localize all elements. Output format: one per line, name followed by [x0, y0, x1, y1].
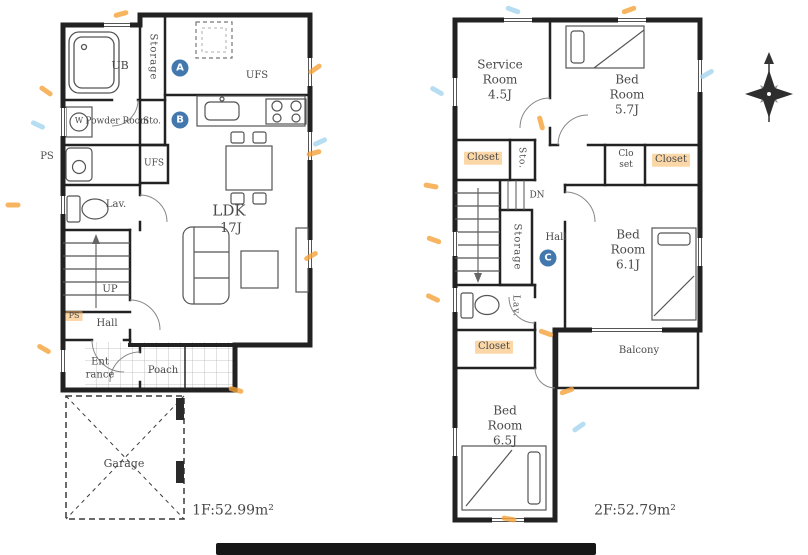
room-label-closet-2: Clo set: [618, 148, 634, 170]
washer-w-label: W: [74, 116, 84, 125]
attic-hatch-icon: [195, 21, 233, 59]
room-label-ldk-size: 17J: [220, 220, 242, 236]
caption-bar: [216, 543, 596, 555]
room-label-sto-2f: Sto.: [516, 147, 527, 169]
floor2-area-label: 2F:52.79m²: [594, 502, 676, 519]
room-label-garage: Garage: [103, 457, 145, 471]
room-label-ufs-mid: UFS: [144, 158, 164, 169]
room-label-poach: Poach: [147, 364, 179, 376]
room-label-hall-1f: Hall: [96, 317, 118, 329]
marker-a: A: [171, 59, 189, 77]
room-label-lav-2f: Lav.: [510, 294, 521, 318]
floor2-walls: [452, 17, 703, 523]
room-label-ub: UB: [111, 59, 129, 73]
floor1-area-label: 1F:52.99m²: [192, 502, 274, 519]
toilet-icon-1f: [66, 195, 109, 223]
room-label-hall-2f: Hall: [545, 231, 567, 243]
window-openings: [60, 17, 703, 523]
floor2-stairs: [455, 180, 525, 283]
room-label-service-room: Service Room 4.5J: [477, 57, 523, 102]
room-label-closet-3: Closet: [652, 153, 690, 167]
marker-b: B: [171, 111, 189, 129]
room-label-sto-1f: Sto.: [143, 116, 161, 127]
toilet-icon-2f: [460, 292, 500, 319]
bathtub-icon: [68, 31, 120, 94]
room-label-storage-2f: Storage: [511, 223, 523, 271]
bed-icon-5-7: [565, 25, 645, 69]
floor1-walls: [60, 12, 313, 393]
room-label-powder-room: Powder Room: [85, 116, 149, 127]
garage-outline: [65, 395, 185, 520]
coffee-table-icon: [240, 250, 279, 289]
room-label-ufs-top: UFS: [245, 69, 269, 81]
label-ps-left: PS: [40, 150, 54, 162]
bed-icon-6-5: [461, 445, 547, 511]
label-up: UP: [102, 283, 118, 295]
marker-c: C: [539, 249, 557, 267]
room-label-bedroom-6-5: Bed Room 6.5J: [487, 403, 523, 448]
room-label-bedroom-6-1: Bed Room 6.1J: [610, 227, 646, 272]
label-ps-stairs: PS: [65, 311, 83, 321]
bed-icon-6-1: [651, 227, 697, 321]
room-label-storage-1f: Storage: [147, 33, 159, 81]
floor1-doors: [91, 99, 168, 383]
washbasin-icon: [65, 147, 93, 182]
room-label-closet-1: Closet: [464, 151, 502, 165]
room-label-lav-1f: Lav.: [105, 198, 127, 210]
compass-icon: [745, 52, 793, 122]
dining-set-icon: [225, 131, 273, 205]
room-label-balcony: Balcony: [618, 344, 660, 356]
sofa-icon: [182, 226, 230, 305]
floor1-stairs: [63, 234, 130, 308]
room-label-entrance: Ent rance: [85, 356, 115, 381]
highlight-mark: [5, 202, 21, 208]
room-label-closet-4: Closet: [475, 340, 513, 354]
floor2-doors: [508, 97, 596, 389]
label-dn: DN: [529, 190, 545, 201]
kitchen-counter-icon: [196, 95, 307, 127]
room-label-bedroom-5-7: Bed Room 5.7J: [609, 72, 645, 117]
room-label-ldk: LDK: [212, 201, 246, 220]
